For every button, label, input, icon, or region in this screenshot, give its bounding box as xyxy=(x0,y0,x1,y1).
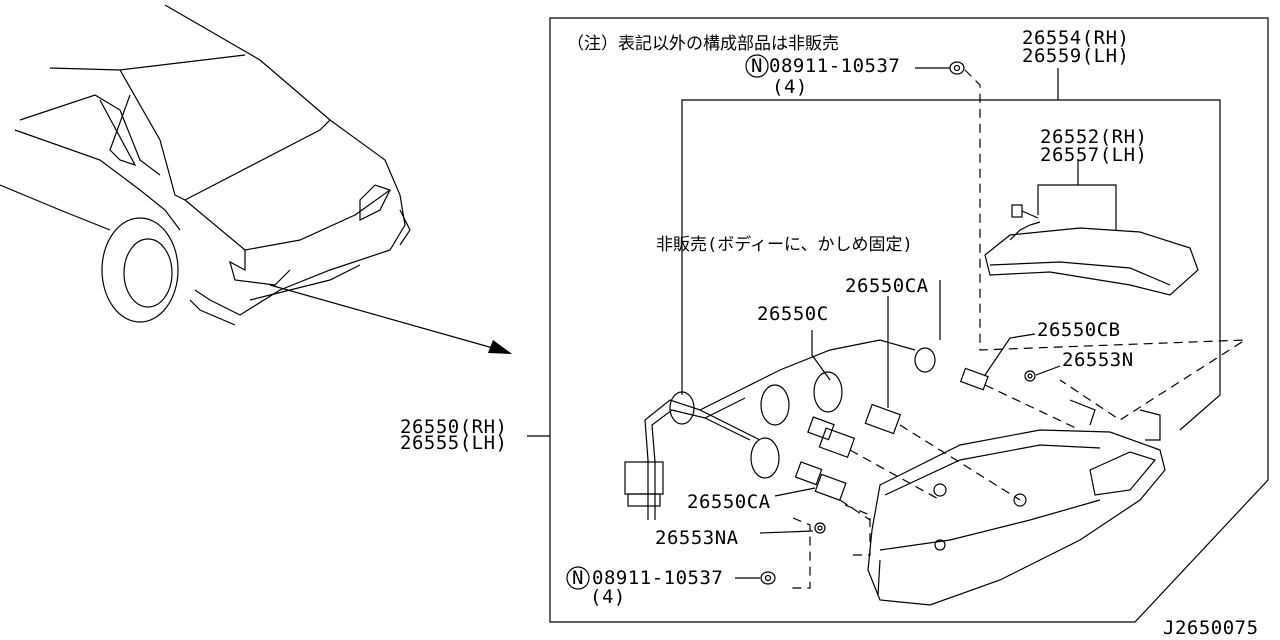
part-qty-nut-bottom: (4) xyxy=(590,586,626,608)
arrow-head-icon xyxy=(488,340,512,354)
part-number-lamp-lh: 26555(LH) xyxy=(400,432,507,454)
diagram-frame xyxy=(549,17,1269,623)
part-qty-nut-top: (4) xyxy=(772,76,808,98)
n-circle-icon xyxy=(566,566,590,590)
wiring-harness xyxy=(624,339,989,520)
part-number-nut-bottom: 08911-10537 xyxy=(592,567,723,589)
part-number-packing-n: 26553N xyxy=(1062,349,1134,371)
part-number-packing-na: 26553NA xyxy=(655,527,739,549)
packing-icon xyxy=(814,370,1036,534)
note-text: （注）表記以外の構成部品は非販売 xyxy=(567,34,839,54)
part-number-lens-rh: 26552(RH) xyxy=(1040,126,1147,148)
part-number-lens-assy-rh: 26554(RH) xyxy=(1022,27,1129,49)
pointer-arrow xyxy=(269,284,501,351)
n-circle-icon xyxy=(745,54,769,78)
part-number-lens-lh: 26557(LH) xyxy=(1040,144,1147,166)
part-number-socket-ca-top: 26550CA xyxy=(845,275,929,297)
part-number-socket-c: 26550C xyxy=(757,303,829,325)
assembly-bracket xyxy=(681,99,1221,431)
part-symbol: N xyxy=(572,567,584,589)
rear-combination-lamp xyxy=(867,399,1166,606)
part-number-lamp-rh: 26550(RH) xyxy=(400,416,507,438)
part-number-bulb-cb: 26550CB xyxy=(1037,319,1121,341)
diagram-code: J2650075 xyxy=(1163,617,1259,639)
nut-icon xyxy=(949,61,965,75)
car-illustration xyxy=(0,4,411,326)
lamp-lens xyxy=(984,221,1199,296)
screw-icon xyxy=(1011,204,1039,219)
not-for-sale-label: 非販売(ボディーに、かしめ固定) xyxy=(656,234,913,255)
part-symbol: N xyxy=(751,55,763,77)
part-number-nut-top: 08911-10537 xyxy=(769,55,900,77)
part-number-socket-ca-bottom: 26550CA xyxy=(687,491,771,513)
nut-icon xyxy=(760,571,776,585)
part-number-lens-assy-lh: 26559(LH) xyxy=(1022,45,1129,67)
